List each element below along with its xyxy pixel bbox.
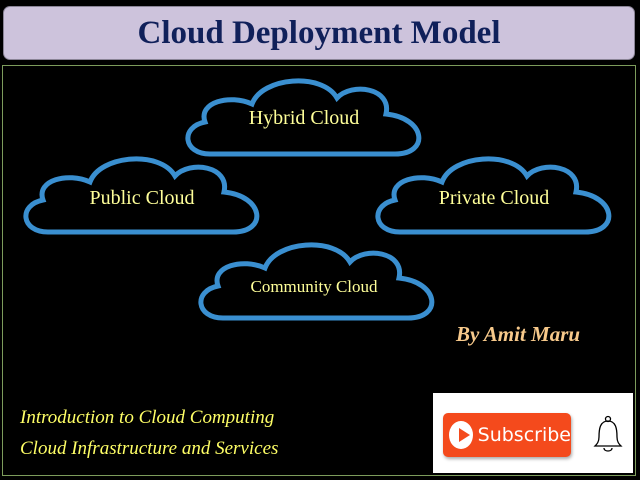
bell-icon[interactable] <box>593 415 623 455</box>
title-banner: Cloud Deployment Model <box>3 6 635 60</box>
subscribe-label: Subscribe <box>477 424 571 446</box>
cloud-label-public: Public Cloud <box>89 187 195 209</box>
page-title: Cloud Deployment Model <box>137 14 501 51</box>
subscribe-panel: Subscribe <box>433 393 633 473</box>
subscribe-button[interactable]: Subscribe <box>443 413 571 457</box>
subtitle-2: Cloud Infrastructure and Services <box>20 438 279 459</box>
play-icon <box>449 421 473 449</box>
cloud-label-private: Private Cloud <box>438 187 550 209</box>
content-frame <box>2 65 636 476</box>
cloud-label-hybrid: Hybrid Cloud <box>248 107 360 129</box>
subtitle-1: Introduction to Cloud Computing <box>20 407 275 428</box>
author: By Amit Maru <box>456 322 581 346</box>
cloud-label-community: Community Cloud <box>250 277 378 296</box>
